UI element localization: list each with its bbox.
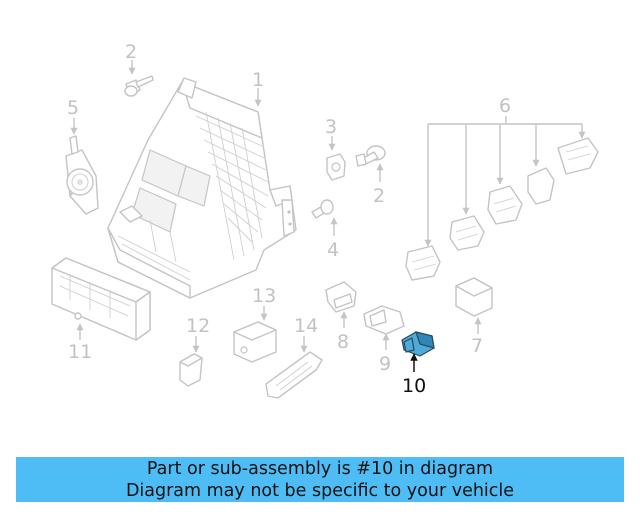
callout-6: 6 — [499, 95, 511, 117]
banner-line-1: Part or sub-assembly is #10 in diagram — [146, 459, 494, 479]
callout-4: 4 — [327, 239, 339, 261]
callout-2-b: 2 — [373, 185, 385, 207]
callout-5: 5 — [67, 97, 79, 119]
part-11-control-module — [51, 257, 151, 341]
callout-7: 7 — [471, 335, 483, 357]
info-banner: Part or sub-assembly is #10 in diagram D… — [16, 457, 624, 502]
callout-13: 13 — [252, 285, 276, 307]
part-7-relay — [455, 277, 493, 317]
part-1-fuse-box — [107, 77, 297, 299]
part-10-highlighted — [401, 331, 435, 357]
part-3-nut — [326, 153, 346, 181]
callout-10: 10 — [402, 375, 426, 397]
part-6-connectors — [405, 137, 599, 281]
part-9-housing — [363, 305, 405, 335]
part-14-cover — [265, 351, 323, 399]
callout-14: 14 — [294, 315, 318, 337]
callout-8: 8 — [337, 331, 349, 353]
part-4-screw — [311, 199, 334, 219]
callout-1: 1 — [252, 69, 264, 91]
callout-2: 2 — [125, 41, 137, 63]
part-2-bolt — [124, 75, 154, 97]
part-13-block — [233, 321, 277, 363]
callout-12: 12 — [186, 315, 210, 337]
callout-labels: 1 2 2 3 4 5 6 7 8 9 10 11 12 13 14 — [67, 41, 511, 397]
leader-lines — [70, 60, 586, 372]
part-12-sensor — [179, 353, 203, 387]
callout-11: 11 — [68, 341, 92, 363]
callout-9: 9 — [379, 353, 391, 375]
part-5-sounder — [65, 135, 99, 215]
callout-3: 3 — [325, 116, 337, 138]
part-2-bolt-b — [355, 145, 386, 167]
banner-line-2: Diagram may not be specific to your vehi… — [125, 480, 515, 501]
part-8-clip — [325, 281, 357, 313]
